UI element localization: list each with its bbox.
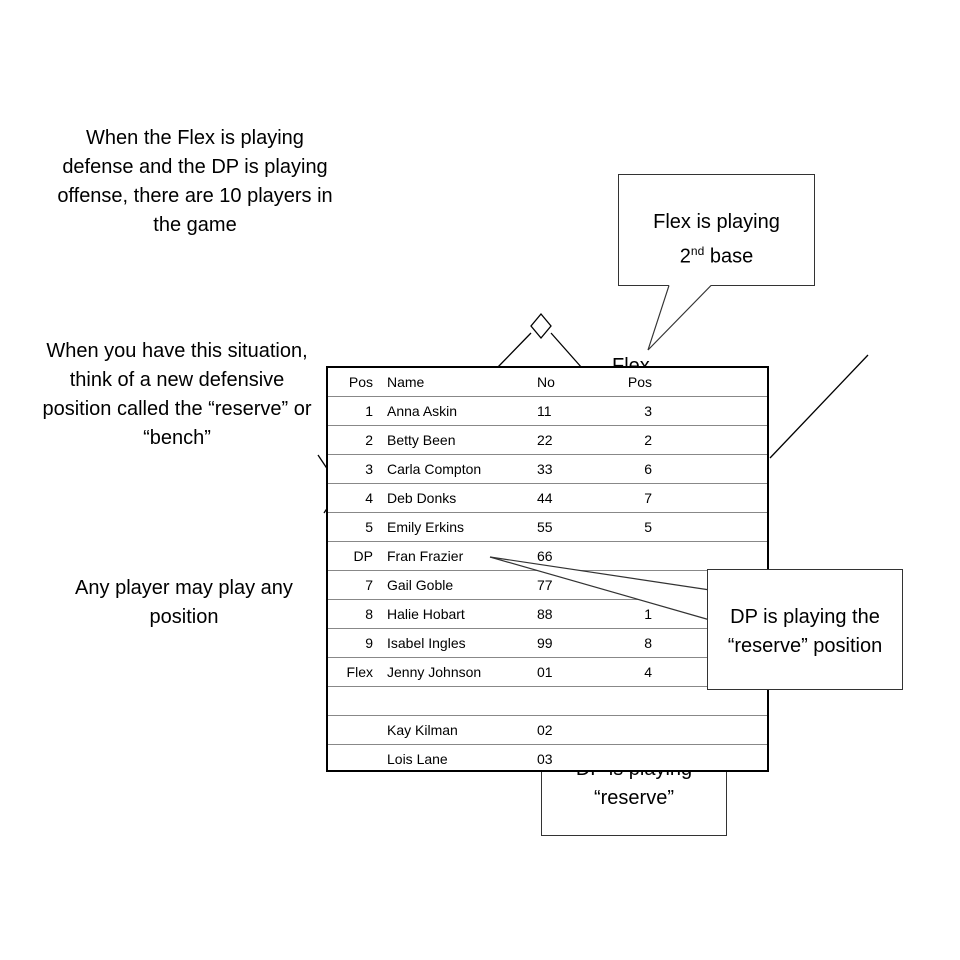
field-line-left — [496, 332, 532, 369]
header-extra — [668, 368, 767, 397]
cell-player-name: Kay Kilman — [377, 715, 527, 745]
cell-def-pos: 8 — [617, 628, 668, 658]
cell-extra — [668, 745, 767, 774]
cell-def-pos: 2 — [617, 425, 668, 455]
cell-extra — [668, 483, 767, 513]
cell-batting-pos: 5 — [328, 512, 377, 542]
cell-def-pos — [617, 686, 668, 716]
base-diamond-marker — [530, 312, 552, 340]
cell-def-pos — [617, 541, 668, 571]
header-name: Name — [377, 368, 527, 397]
callout-flex-second-base: Flex is playing 2nd base — [618, 174, 815, 286]
cell-batting-pos — [328, 715, 377, 745]
cell-player-name: Anna Askin — [377, 396, 527, 426]
cell-jersey-no: 22 — [527, 425, 617, 455]
cell-extra — [668, 425, 767, 455]
callout-dp-reserve-back-line2: “reserve” — [593, 787, 674, 809]
cell-batting-pos: 9 — [328, 628, 377, 658]
cell-player-name: Jenny Johnson — [377, 657, 527, 687]
cell-batting-pos: 8 — [328, 599, 377, 629]
callout-flex-base: 2nd base — [619, 237, 814, 272]
cell-extra — [668, 686, 767, 716]
note-any-position: Any player may play any position — [75, 577, 293, 628]
cell-def-pos — [617, 745, 668, 774]
cell-jersey-no: 33 — [527, 454, 617, 484]
lineup-row: Lois Lane 03 — [328, 745, 767, 774]
header-no: No — [527, 368, 617, 397]
lineup-row — [328, 686, 767, 716]
cell-player-name: Deb Donks — [377, 483, 527, 513]
cell-batting-pos — [328, 686, 377, 716]
cell-extra — [668, 541, 767, 571]
cell-jersey-no: 66 — [527, 541, 617, 571]
cell-jersey-no: 99 — [527, 628, 617, 658]
callout-flex-base-num: 2 — [679, 245, 691, 268]
cell-player-name: Carla Compton — [377, 454, 527, 484]
cell-extra — [668, 454, 767, 484]
field-line-right — [550, 332, 583, 369]
cell-jersey-no: 03 — [537, 751, 553, 767]
cell-batting-pos: 1 — [328, 396, 377, 426]
cell-jersey-no: 77 — [527, 570, 617, 600]
cell-batting-pos: 7 — [328, 570, 377, 600]
cell-def-pos: 3 — [617, 396, 668, 426]
cell-jersey-no — [527, 686, 617, 716]
cell-batting-pos: 3 — [328, 454, 377, 484]
callout-flex-label: Flex is playing — [653, 211, 780, 233]
cell-extra — [668, 396, 767, 426]
callout-flex-base-word: base — [704, 245, 754, 268]
cell-player-name: Halie Hobart — [377, 599, 527, 629]
cell-player-name: Emily Erkins — [377, 512, 527, 542]
cell-batting-pos: 2 — [328, 425, 377, 455]
header-def-pos: Pos — [617, 368, 668, 397]
note-reserve-position: When you have this situation, think of a… — [42, 340, 312, 449]
cell-batting-pos — [328, 745, 377, 774]
cell-def-pos: 1 — [617, 599, 668, 629]
cell-def-pos: 5 — [617, 512, 668, 542]
callout-flex-base-sup: nd — [690, 244, 705, 258]
cell-jersey-no: 88 — [527, 599, 617, 629]
cell-player-name: Betty Been — [377, 425, 527, 455]
cell-jersey-no: 55 — [527, 512, 617, 542]
cell-def-pos — [617, 715, 668, 745]
note-ten-players: When the Flex is playing defense and the… — [57, 127, 333, 236]
cell-player-name — [377, 686, 527, 716]
lineup-header-row: Pos Name No Pos — [328, 368, 767, 397]
cell-def-pos: 6 — [617, 454, 668, 484]
cell-def-pos: 4 — [617, 657, 668, 687]
header-pos: Pos — [328, 368, 377, 397]
cell-def-pos: 7 — [617, 483, 668, 513]
cell-jersey-no: 11 — [527, 396, 617, 426]
cell-player-name: Isabel Ingles — [377, 628, 527, 658]
cell-jersey-no: 02 — [527, 715, 617, 745]
cell-batting-pos: 4 — [328, 483, 377, 513]
cell-jersey-no: 01 — [527, 657, 617, 687]
cell-extra — [668, 715, 767, 745]
callout-dp-reserve: DP is playing the “reserve” position — [707, 569, 903, 690]
cell-player-name: Fran Frazier — [377, 541, 527, 571]
cell-player-name: Gail Goble — [377, 570, 527, 600]
cell-extra — [668, 512, 767, 542]
cell-def-pos — [617, 570, 668, 600]
cell-jersey-no: 44 — [527, 483, 617, 513]
cell-batting-pos: Flex — [328, 657, 377, 687]
cell-batting-pos: DP — [328, 541, 377, 571]
cell-player-name: Lois Lane — [387, 751, 448, 767]
field-line-far-right — [769, 354, 869, 459]
